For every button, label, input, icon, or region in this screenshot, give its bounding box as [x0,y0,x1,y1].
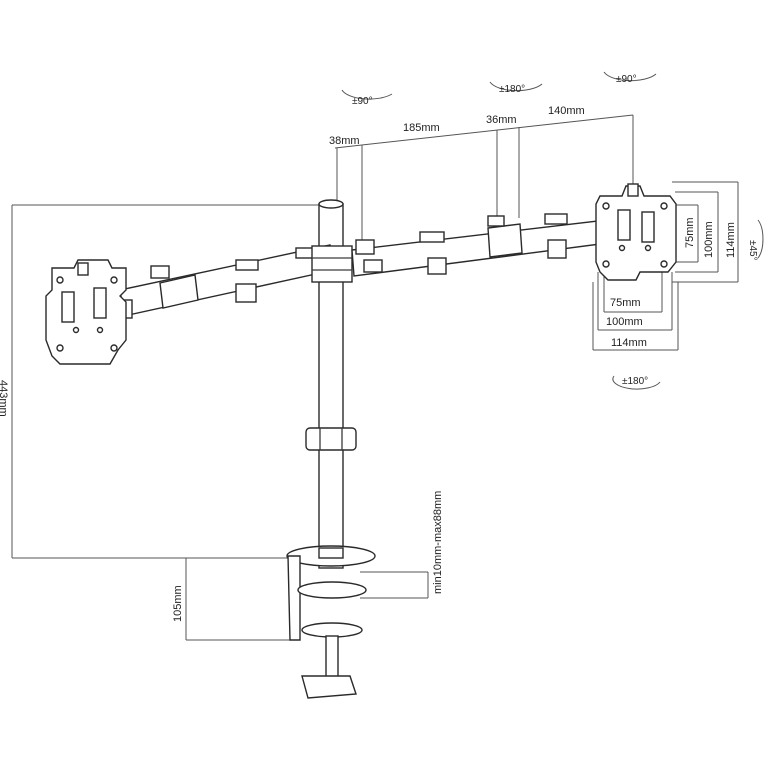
rotation-arrows [341,71,764,390]
right-swivel-label: ±180° [622,376,648,387]
center-hub [311,245,353,283]
arm-dim-36: 36mm [486,114,517,126]
vesa-v114: 114mm [725,222,737,258]
center-swivel-label: ±180° [499,84,525,95]
vesa-h100: 100mm [606,316,643,328]
vesa-v100: 100mm [703,221,715,258]
labels: ±90° ±180° ±90° ±180° ±45° 38mm 185mm 36… [0,74,758,622]
dimension-lines [11,114,739,641]
vesa-h75: 75mm [610,297,641,309]
right-arm [351,213,609,277]
vesa-v75: 75mm [684,217,696,248]
right-tilt-label: ±90° [616,74,637,85]
desk-clamp [286,545,376,699]
right-vesa-plate [595,183,677,281]
arm-dim-185: 185mm [403,122,440,134]
desk-range-label: min10mm-max88mm [432,491,444,594]
left-arm [115,244,335,319]
arm-dim-38: 38mm [329,135,360,147]
right-rotate-label: ±45° [747,240,758,261]
clamp-height-label: 105mm [172,585,184,622]
left-vesa-plate [45,259,127,365]
arm-dim-140: 140mm [548,105,585,117]
pole-height-label: 443mm [0,380,9,417]
vesa-h114: 114mm [611,337,647,349]
left-tilt-label: ±90° [352,96,373,107]
